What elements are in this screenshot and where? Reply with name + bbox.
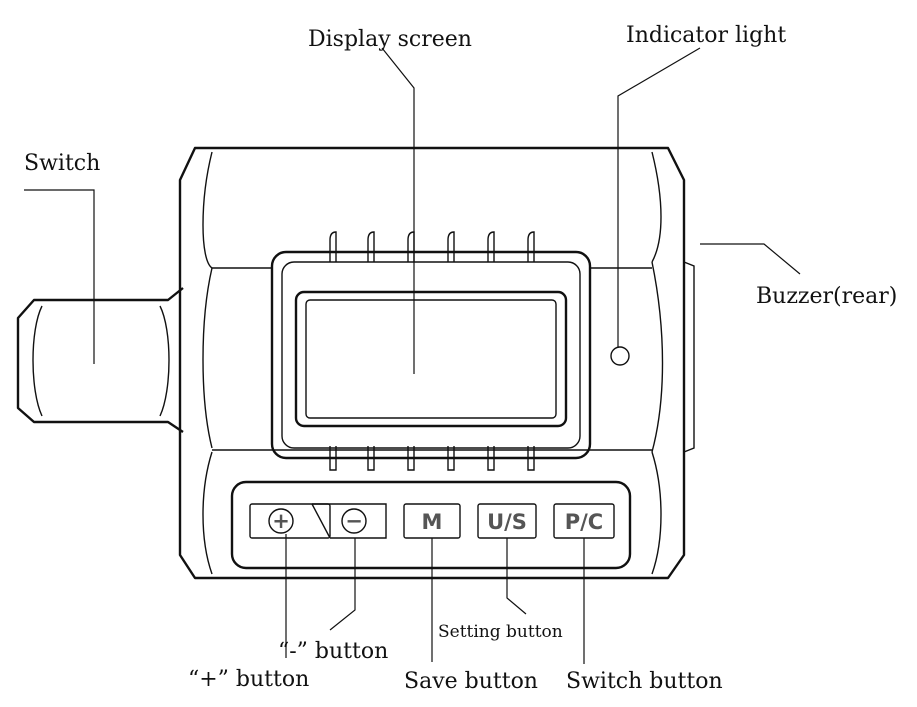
label-display-screen: Display screen [308, 27, 472, 52]
device-body [178, 146, 695, 580]
plus-button[interactable]: + [249, 503, 331, 539]
label-save-button: Save button [404, 669, 538, 694]
display-screen [294, 290, 568, 428]
plus-button-label: + [272, 509, 290, 533]
label-switch-button: Switch button [566, 669, 723, 694]
m-button-label: M [422, 510, 443, 534]
m-button[interactable]: M [403, 503, 461, 539]
display-housing [270, 231, 592, 471]
label-plus-button: “+” button [188, 667, 309, 692]
pc-button[interactable]: P/C [553, 503, 615, 539]
minus-button[interactable]: − [312, 503, 387, 539]
pc-button-label: P/C [565, 510, 603, 534]
label-indicator-light: Indicator light [626, 23, 786, 48]
us-button-label: U/S [487, 510, 527, 534]
label-buzzer: Buzzer(rear) [756, 284, 897, 309]
label-switch: Switch [24, 151, 100, 176]
indicator-light [610, 346, 630, 366]
minus-button-label: − [345, 509, 363, 533]
label-minus-button: “-” button [278, 639, 388, 664]
label-setting-button: Setting button [438, 622, 563, 642]
leader-lines [24, 47, 801, 664]
square-drive [16, 287, 184, 433]
button-panel [230, 480, 632, 570]
us-button[interactable]: U/S [477, 503, 537, 539]
